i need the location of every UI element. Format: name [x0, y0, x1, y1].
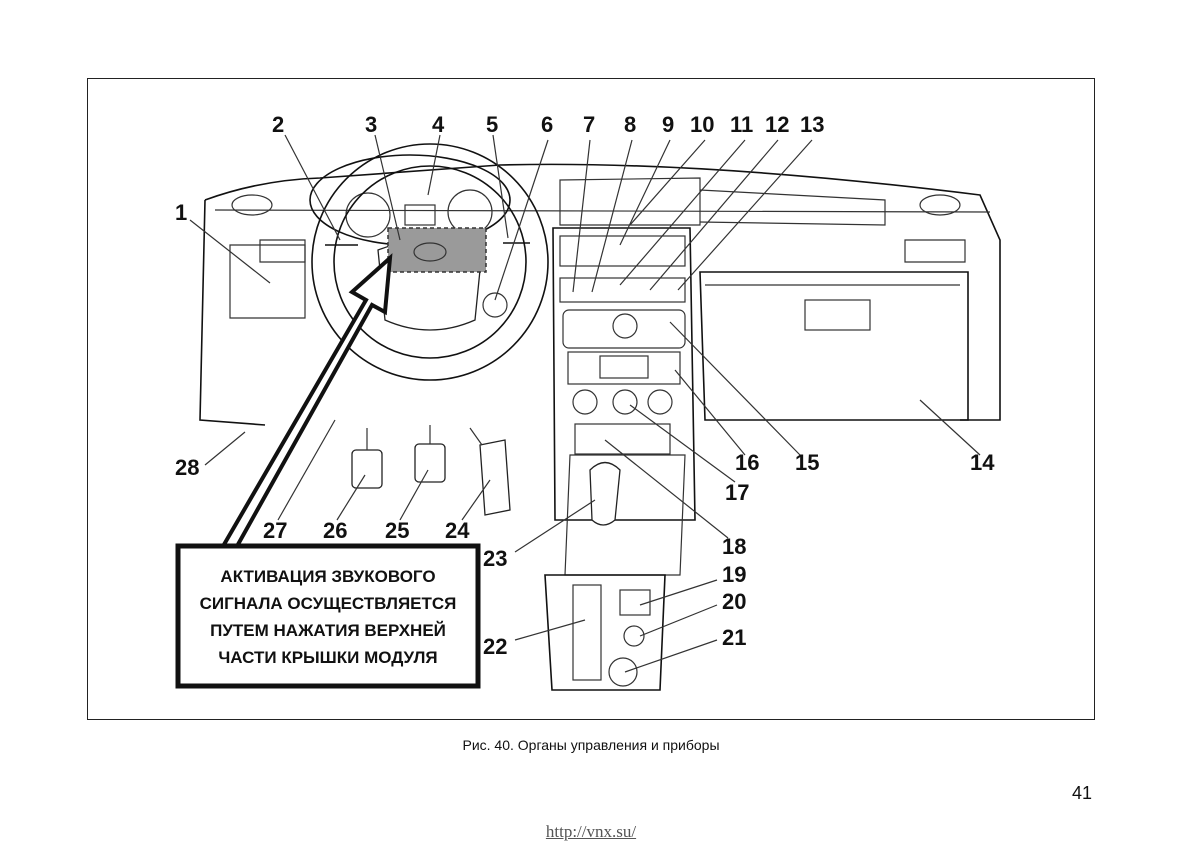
figure-frame	[87, 78, 1095, 720]
horn-area-highlight	[387, 227, 487, 273]
callout-6: 6	[541, 112, 553, 137]
callout-24: 24	[445, 518, 470, 543]
callout-numbers: 1 2 3 4 5 6 7 8 9 10 11 12 13 14 15 16 1…	[175, 112, 995, 659]
callout-11: 11	[730, 112, 753, 137]
callout-21: 21	[722, 625, 746, 650]
callout-16: 16	[735, 450, 759, 475]
dashboard-outline	[199, 163, 1001, 426]
callout-27: 27	[263, 518, 287, 543]
note-line-3: ПУТЕМ НАЖАТИЯ ВЕРХНЕЙ	[210, 621, 446, 640]
callout-28: 28	[175, 455, 199, 480]
glove-box	[699, 271, 969, 421]
page-number: 41	[1072, 783, 1093, 803]
callout-7: 7	[583, 112, 595, 137]
callout-10: 10	[690, 112, 714, 137]
callout-20: 20	[722, 589, 746, 614]
footer-link[interactable]: http://vnx.su/	[545, 822, 637, 841]
callout-9: 9	[662, 112, 674, 137]
callout-22: 22	[483, 634, 507, 659]
steering-wheel	[309, 143, 549, 381]
horn-note-box: АКТИВАЦИЯ ЗВУКОВОГО СИГНАЛА ОСУЩЕСТВЛЯЕТ…	[175, 543, 481, 689]
callout-19: 19	[722, 562, 746, 587]
callout-17: 17	[725, 480, 749, 505]
callout-13: 13	[800, 112, 824, 137]
leader-lines	[189, 134, 981, 673]
callout-4: 4	[432, 112, 445, 137]
callout-15: 15	[795, 450, 819, 475]
horn-arrow	[218, 253, 393, 550]
callout-3: 3	[365, 112, 377, 137]
note-line-2: СИГНАЛА ОСУЩЕСТВЛЯЕТСЯ	[200, 594, 457, 613]
pedals	[351, 425, 511, 516]
callout-1: 1	[175, 200, 187, 225]
callout-2: 2	[272, 112, 284, 137]
figure-caption: Рис. 40. Органы управления и приборы	[462, 737, 720, 753]
note-line-1: АКТИВАЦИЯ ЗВУКОВОГО	[220, 567, 435, 586]
callout-14: 14	[970, 450, 995, 475]
note-line-4: ЧАСТИ КРЫШКИ МОДУЛЯ	[218, 648, 437, 667]
callout-26: 26	[323, 518, 347, 543]
callout-25: 25	[385, 518, 409, 543]
callout-18: 18	[722, 534, 746, 559]
callout-23: 23	[483, 546, 507, 571]
callout-12: 12	[765, 112, 789, 137]
callout-8: 8	[624, 112, 636, 137]
center-console	[544, 227, 696, 691]
callout-5: 5	[486, 112, 498, 137]
